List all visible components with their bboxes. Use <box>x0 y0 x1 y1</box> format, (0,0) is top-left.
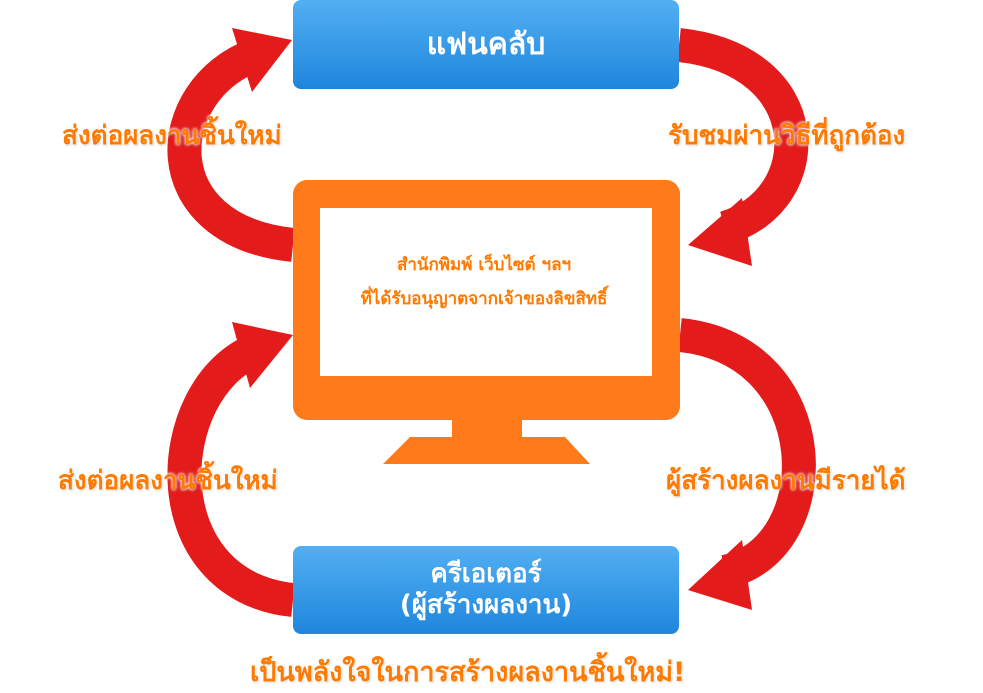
creator-label-line2: (ผู้สร้างผลงาน) <box>399 590 573 620</box>
edge-label-top-left: ส่งต่อผลงานชิ้นใหม่ <box>62 121 282 151</box>
monitor-text-line1: สำนักพิมพ์ เว็บไซต์ ฯลฯ <box>396 255 572 275</box>
edge-label-bottom-left: ส่งต่อผลงานชิ้นใหม่ <box>58 466 278 496</box>
creator-label-line1: ครีเอเตอร์ <box>430 558 542 589</box>
creator-box: ครีเอเตอร์ (ผู้สร้างผลงาน) <box>293 546 679 634</box>
monitor-screen <box>320 208 652 376</box>
arrow-top-left <box>167 28 296 262</box>
monitor-icon <box>293 180 680 464</box>
fan-club-box: แฟนคลับ <box>293 0 679 89</box>
monitor-base <box>383 437 590 464</box>
arrow-top-right <box>676 28 809 266</box>
bottom-caption: เป็นพลังใจในการสร้างผลงานชิ้นใหม่! <box>250 657 686 688</box>
edge-label-bottom-right: ผู้สร้างผลงานมีรายได้ <box>666 466 906 496</box>
monitor-text-line2: ที่ได้รับอนุญาตจากเจ้าของลิขสิทธิ์ <box>360 289 608 309</box>
monitor-text: สำนักพิมพ์ เว็บไซต์ ฯลฯ ที่ได้รับอนุญาตจ… <box>336 248 632 316</box>
arrow-bottom-left <box>167 322 296 617</box>
arrow-bottom-right <box>677 318 816 610</box>
fan-club-label: แฟนคลับ <box>426 27 546 62</box>
edge-label-top-right: รับชมผ่านวิธีที่ถูกต้อง <box>668 121 906 151</box>
